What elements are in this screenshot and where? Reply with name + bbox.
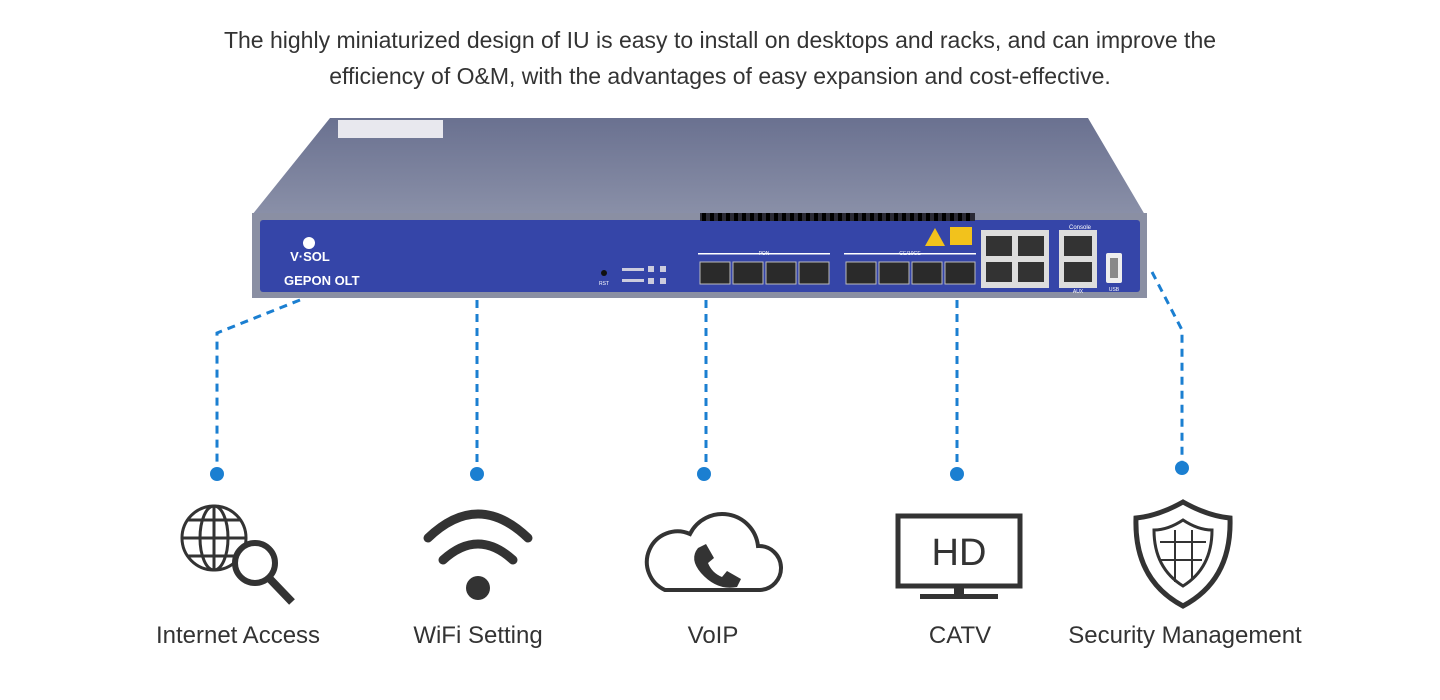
cloud-phone-icon xyxy=(644,512,783,592)
sfp-port xyxy=(845,261,877,285)
vent-slot xyxy=(734,213,738,221)
vent-slot xyxy=(766,213,770,221)
vent-slot xyxy=(878,213,882,221)
vent-slot xyxy=(782,213,786,221)
vent-slot xyxy=(710,213,714,221)
vent-slot xyxy=(966,213,970,221)
feature-label-security-management: Security Management xyxy=(1068,622,1302,649)
vent-slot xyxy=(870,213,874,221)
vent-slot xyxy=(718,213,722,221)
ge-label: GE/10GE xyxy=(899,251,921,257)
sfp-port xyxy=(911,261,943,285)
shield-icon xyxy=(1133,499,1233,609)
vent-slot xyxy=(934,213,938,221)
vent-slot xyxy=(750,213,754,221)
vent-slot xyxy=(774,213,778,221)
feature-label-wifi-setting: WiFi Setting xyxy=(413,622,543,649)
laser-warning-icon xyxy=(925,228,945,246)
vent-slot xyxy=(926,213,930,221)
vent-slot xyxy=(846,213,850,221)
sfp-port xyxy=(798,261,830,285)
vent-slot xyxy=(726,213,730,221)
vent-slot xyxy=(806,213,810,221)
vent-slot xyxy=(886,213,890,221)
vent-slot xyxy=(894,213,898,221)
vent-slot xyxy=(918,213,922,221)
status-leds xyxy=(622,266,666,284)
headline-line-1: The highly miniaturized design of IU is … xyxy=(223,27,1217,53)
chassis-top xyxy=(252,118,1145,215)
hd-tv-icon: HD xyxy=(895,513,1023,599)
sfp-port xyxy=(732,261,764,285)
sfp-port xyxy=(699,261,731,285)
globe-search-icon xyxy=(180,504,295,605)
pon-label: PON xyxy=(759,251,770,257)
brand-logo: V·SOL xyxy=(290,249,330,264)
headline: The highly miniaturized design of IU is … xyxy=(0,22,1440,94)
feature-label-voip: VoIP xyxy=(687,622,739,649)
headline-line-2: efficiency of O&M, with the advantages o… xyxy=(329,63,1111,89)
laser-label xyxy=(950,227,972,245)
wifi-icon xyxy=(423,509,533,600)
device-sticker xyxy=(338,120,443,138)
vent-slot xyxy=(758,213,762,221)
vents xyxy=(700,213,975,221)
feature-label-internet-access: Internet Access xyxy=(155,622,321,649)
sfp-port xyxy=(765,261,797,285)
leader-lines xyxy=(215,271,1184,470)
vent-slot xyxy=(702,213,706,221)
vent-slot xyxy=(854,213,858,221)
model-label: GEPON OLT xyxy=(284,273,360,288)
vent-slot xyxy=(798,213,802,221)
hd-text: HD xyxy=(932,532,987,574)
vent-slot xyxy=(942,213,946,221)
leader-dots xyxy=(210,461,1189,481)
vent-slot xyxy=(862,213,866,221)
vent-slot xyxy=(958,213,962,221)
aux-label: AUX xyxy=(1073,289,1084,295)
console-label: Console xyxy=(1069,225,1092,231)
sfp-port xyxy=(944,261,976,285)
ethernet-ports xyxy=(981,230,1097,288)
rst-label: RST xyxy=(599,281,609,287)
feature-label-catv: CATV xyxy=(928,622,992,649)
vent-slot xyxy=(910,213,914,221)
vent-slot xyxy=(902,213,906,221)
usb-label: USB xyxy=(1109,287,1120,293)
vent-slot xyxy=(822,213,826,221)
vent-slot xyxy=(830,213,834,221)
vent-slot xyxy=(790,213,794,221)
sfp-port xyxy=(878,261,910,285)
vent-slot xyxy=(950,213,954,221)
vsol-logo-icon xyxy=(303,237,315,249)
pon-ports xyxy=(699,261,976,285)
vent-slot xyxy=(838,213,842,221)
vent-slot xyxy=(814,213,818,221)
reset-button xyxy=(601,270,607,276)
vent-slot xyxy=(742,213,746,221)
